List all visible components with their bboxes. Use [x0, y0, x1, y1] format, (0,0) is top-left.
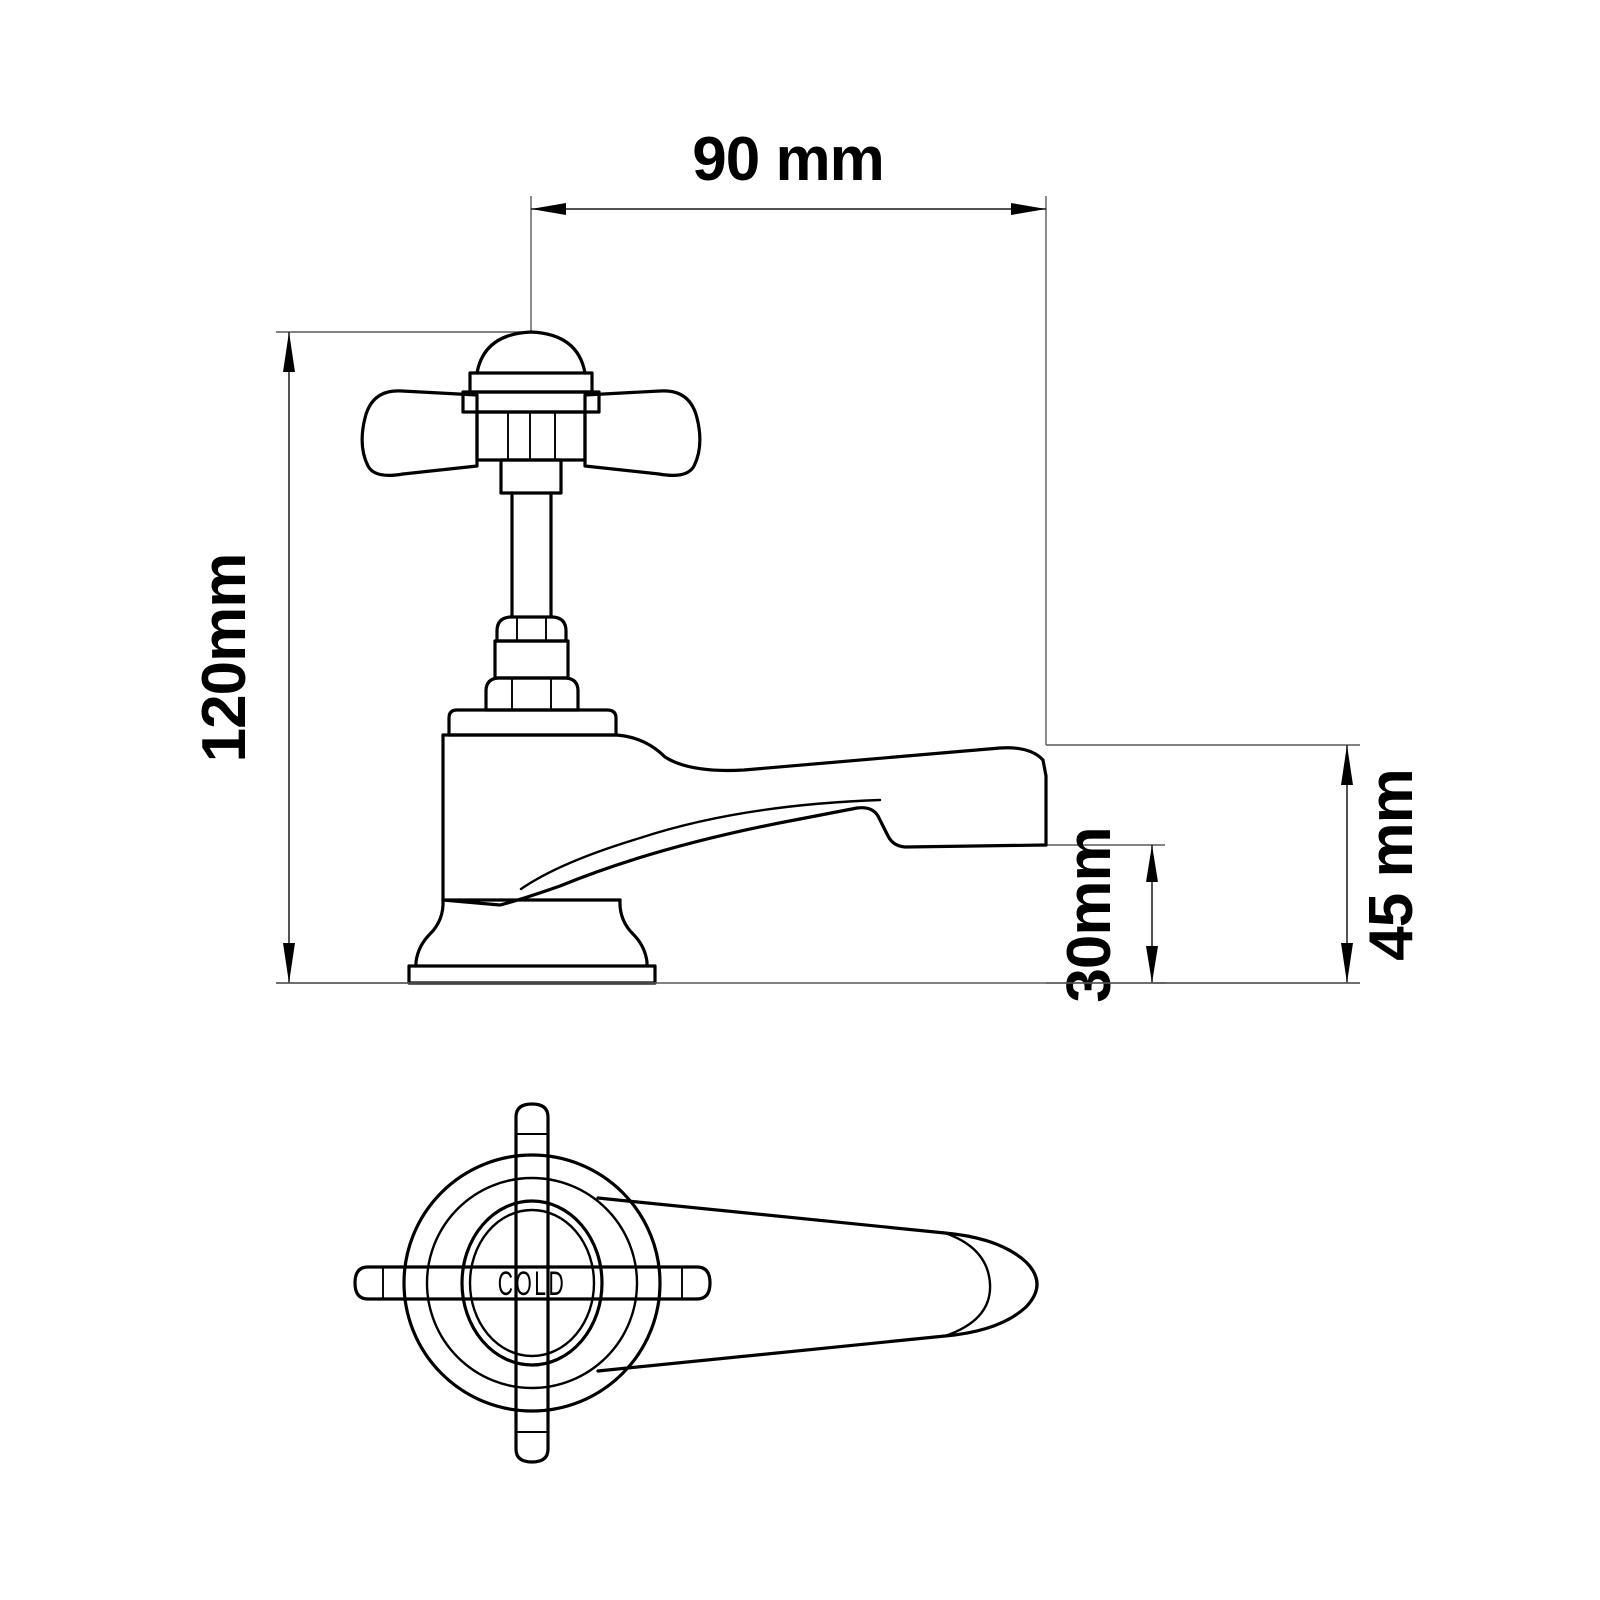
- handle-arm-right: [583, 389, 702, 477]
- arrow-top-120-icon: [283, 332, 295, 372]
- arrow-bottom-30-icon: [1146, 946, 1158, 983]
- base-flange: [407, 964, 657, 985]
- cross-arm-horizontal: [353, 1265, 712, 1301]
- arrow-bottom-120-icon: [283, 943, 295, 983]
- escutcheon-outer-ring: [402, 1153, 662, 1413]
- side-elevation-view: [276, 330, 1360, 985]
- index-button-outer: [460, 1199, 604, 1367]
- handle-collar-upper: [468, 371, 594, 394]
- spout-plan-outline: [596, 1196, 1039, 1373]
- cold-index-label: COLD: [498, 1264, 566, 1302]
- handle-arm-left: [360, 389, 479, 477]
- dimension-120mm-group: 120mm: [190, 331, 540, 984]
- plan-top-view: COLD: [353, 1102, 1039, 1464]
- arrow-left-90-icon: [531, 203, 566, 215]
- index-button-inner: [468, 1208, 596, 1358]
- dimension-label-45mm: 45 mm: [1357, 769, 1426, 960]
- arrow-right-90-icon: [1011, 203, 1046, 215]
- spout-top-profile: [614, 733, 1048, 778]
- escutcheon-inner-ring: [425, 1176, 639, 1390]
- cross-arm-vertical: [514, 1102, 550, 1464]
- arrow-bottom-45-icon: [1341, 943, 1353, 983]
- pedestal-waist-right: [618, 898, 649, 968]
- spout-plan-end-curve: [943, 1231, 992, 1338]
- valve-body-top-plate: [447, 708, 618, 737]
- arrow-top-45-icon: [1341, 745, 1353, 785]
- nut-body-block: [493, 639, 570, 680]
- spout-underside-curve: [441, 817, 802, 907]
- hex-nut-upper: [495, 615, 568, 643]
- handle-collar-lower: [461, 390, 601, 414]
- dimension-label-120mm: 120mm: [190, 554, 259, 763]
- dimension-label-30mm: 30mm: [1055, 827, 1124, 1002]
- dimension-label-90mm: 90 mm: [692, 125, 883, 194]
- handle-hub: [475, 410, 587, 462]
- spout-outlet-step: [798, 806, 1048, 849]
- hex-nut-lower: [484, 676, 580, 712]
- dimension-90mm-group: 90 mm: [530, 125, 1047, 745]
- dimension-30mm-group: 30mm: [1046, 827, 1165, 1003]
- spindle-collar: [499, 458, 563, 495]
- pedestal-waist-left: [414, 898, 445, 968]
- arrow-top-30-icon: [1146, 845, 1158, 882]
- spout-inner-sweep-line: [519, 798, 882, 891]
- dimension-45mm-group: 45 mm: [1046, 744, 1426, 984]
- dome-cap: [475, 330, 587, 375]
